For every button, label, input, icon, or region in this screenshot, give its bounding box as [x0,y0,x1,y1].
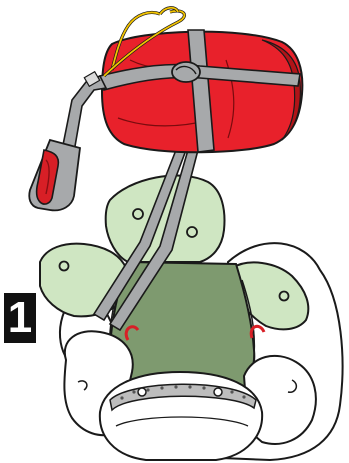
strap-knot [172,62,200,82]
strap-to-handle [62,76,106,152]
grommet-top-left [133,209,143,219]
grommet-left-flap [60,262,69,271]
grommet-top-right [187,227,197,237]
grommet [214,388,222,396]
grommet-right-flap [280,292,289,301]
harness-container [40,176,343,460]
grommet [138,388,146,396]
step-number-badge: 1 [4,293,36,343]
red-handle [29,140,80,210]
